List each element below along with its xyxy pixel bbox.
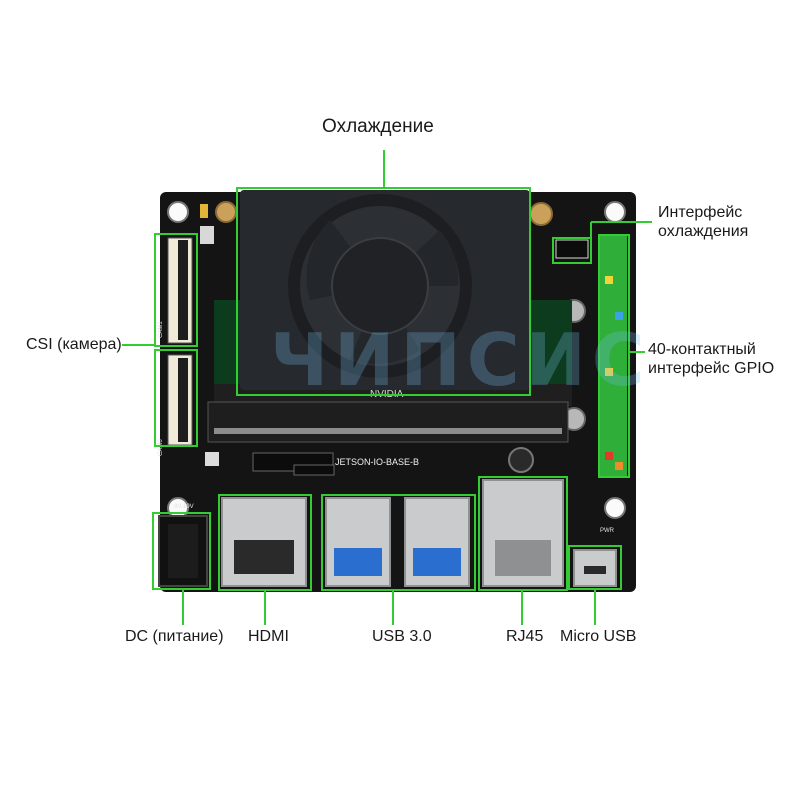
cam1-silk: CAM1 (158, 321, 164, 338)
label-gpio-line1: 40-контактный (648, 341, 756, 358)
label-fan-interface-line2: охлаждения (658, 223, 749, 240)
mounting-hole (604, 497, 626, 519)
sodimm-slot (207, 401, 569, 443)
label-micro-usb: Micro USB (560, 628, 637, 645)
power-silk: 9V-19V (174, 504, 194, 510)
csi-latch (178, 358, 188, 442)
usb-port-2-opening (413, 548, 461, 576)
highlight-gpio (598, 234, 630, 478)
gpio-pin-blue (615, 312, 623, 320)
sodimm-pins (214, 428, 562, 434)
button (205, 452, 219, 466)
ic-chip (200, 226, 214, 244)
highlight-dc (152, 512, 211, 590)
gpio-pin-yellow (605, 368, 613, 376)
led (200, 204, 208, 218)
highlight-fan-header (552, 237, 592, 264)
highlight-usb (321, 494, 476, 591)
rj45-opening (495, 540, 551, 576)
pwr-silk: PWR (600, 528, 615, 534)
micro-usb-opening (584, 566, 606, 574)
highlight-csi-cam0 (154, 349, 198, 447)
model-silkscreen: JETSON-IO-BASE-B (335, 457, 419, 467)
usb-port-1-opening (334, 548, 382, 576)
label-fan-interface: Интерфейс охлаждения (658, 203, 748, 241)
gpio-pin-red (605, 452, 613, 460)
hdmi-port-opening (234, 540, 294, 574)
label-hdmi: HDMI (248, 628, 289, 645)
label-gpio: 40-контактный интерфейс GPIO (648, 340, 774, 378)
label-dc: DC (питание) (125, 628, 224, 645)
pin-header (293, 464, 335, 476)
standoff (529, 202, 553, 226)
label-rj45: RJ45 (506, 628, 544, 645)
cam0-silk: CAM0 (158, 439, 164, 456)
mounting-hole (167, 201, 189, 223)
label-gpio-line2: интерфейс GPIO (648, 360, 775, 377)
csi-latch (178, 240, 188, 340)
standoff (215, 201, 237, 223)
gpio-pin-orange (615, 462, 623, 470)
dc-jack-opening (168, 524, 198, 578)
highlight-csi-cam1 (154, 233, 198, 347)
label-csi: CSI (камера) (26, 336, 122, 353)
mounting-hole (604, 201, 626, 223)
label-cooling: Охлаждение (322, 116, 434, 137)
label-usb: USB 3.0 (372, 628, 432, 645)
buzzer (508, 447, 534, 473)
watermark: ЧИПСИС (270, 318, 651, 402)
gpio-pin-yellow (605, 276, 613, 284)
label-fan-interface-line1: Интерфейс (658, 204, 743, 221)
fan-header (555, 239, 589, 259)
fan-hub (331, 237, 429, 335)
